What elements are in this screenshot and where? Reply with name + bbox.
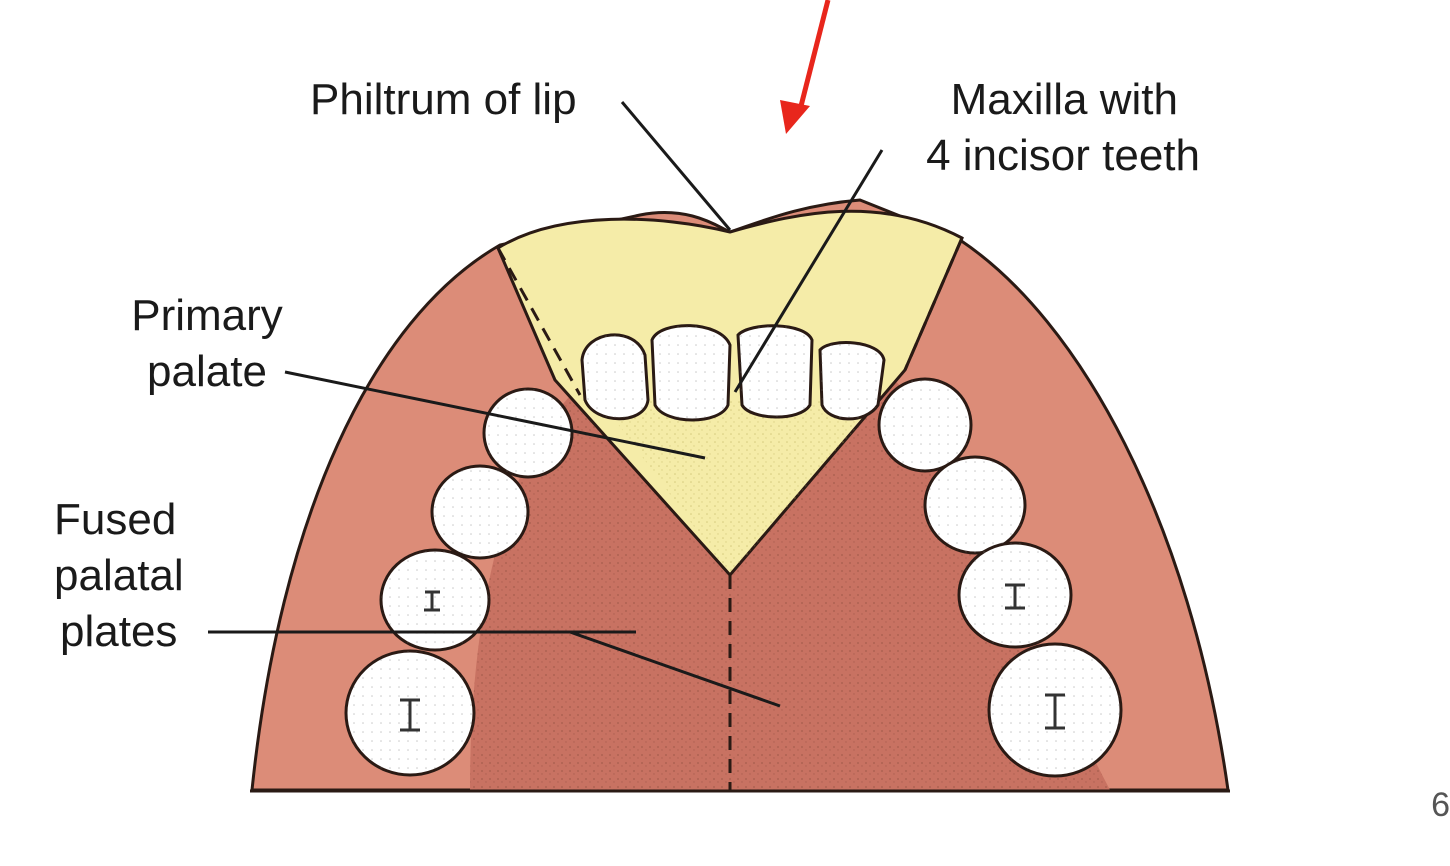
- fused-plates-leader-line-2: [569, 630, 781, 708]
- label-fused-line3: plates: [60, 607, 178, 656]
- red-pointer-arrow: [780, 0, 831, 134]
- label-primary-line1: Primary: [131, 291, 283, 340]
- right-teeth: [877, 377, 1123, 778]
- label-maxilla-line2: 4 incisor teeth: [926, 131, 1200, 180]
- label-maxilla-line1: Maxilla with: [950, 75, 1178, 124]
- label-philtrum: Philtrum of lip: [310, 75, 577, 124]
- label-fused-line2: palatal: [54, 551, 184, 600]
- label-fused-line1: Fused: [54, 495, 177, 544]
- left-suture-line: [496, 247, 582, 396]
- incisor-teeth: [580, 324, 886, 422]
- corner-page-marker: 6: [1431, 786, 1450, 824]
- label-primary-palate: Primary palate: [112, 288, 302, 400]
- leader-lines: [208, 101, 884, 708]
- maxilla-leader-line: [733, 149, 884, 393]
- philtrum-leader-line: [620, 101, 732, 231]
- primary-palate-region: [496, 209, 964, 578]
- primary-palate-leader-line: [284, 370, 706, 460]
- label-maxilla: Maxilla with 4 incisor teeth: [880, 72, 1200, 184]
- right-suture-line: [903, 237, 964, 371]
- left-teeth: [344, 387, 574, 777]
- label-fused-plates: Fused palatal plates: [54, 492, 184, 660]
- label-primary-line2: palate: [147, 347, 267, 396]
